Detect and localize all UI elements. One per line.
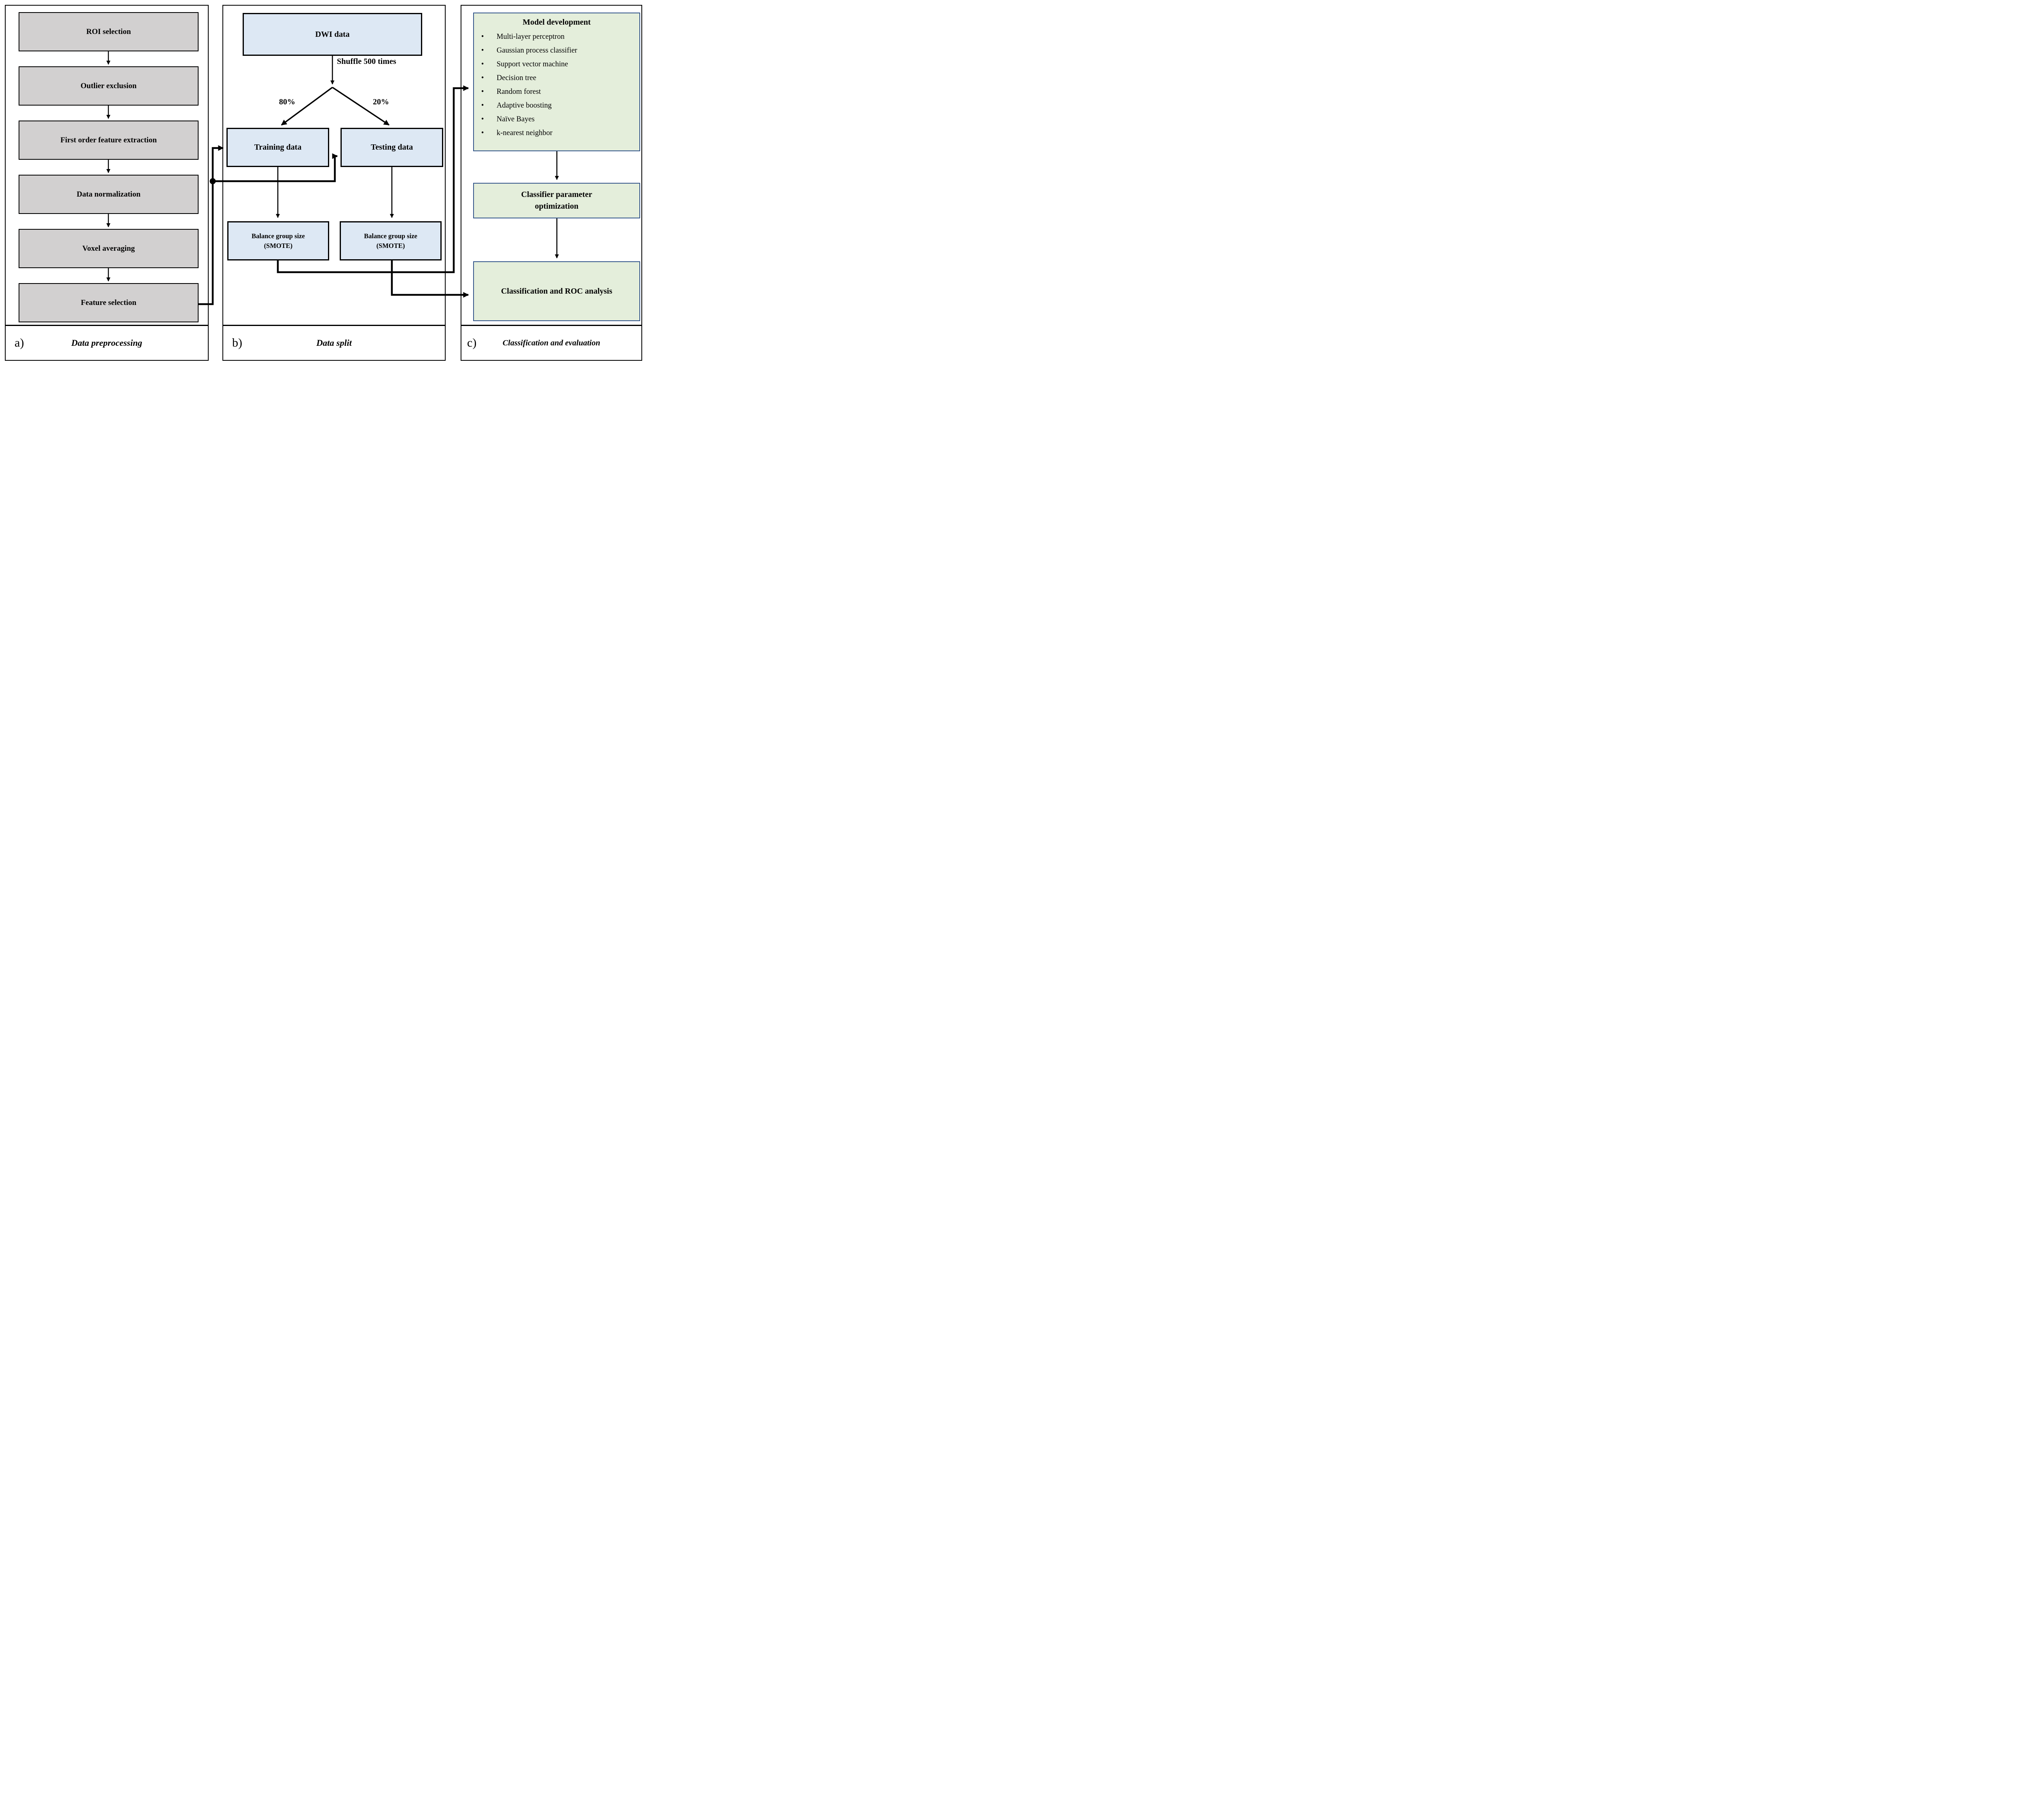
box-data-normalization-label: Data normalization [76, 190, 141, 199]
classifier-item-rf: • Random forest [481, 85, 577, 99]
panel-c-caption-strip: c) Classification and evaluation [461, 325, 641, 360]
smote-testing-label: Balance group size (SMOTE) [364, 231, 417, 250]
box-roi-selection-label: ROI selection [86, 27, 131, 36]
connector-trainsmote-to-modeldev [277, 85, 469, 273]
classifier-item-svm: • Support vector machine [481, 57, 577, 71]
box-model-development: Model development • Multi-layer perceptro… [473, 13, 640, 151]
box-first-order-feature-extraction: First order feature extraction [19, 121, 199, 160]
panel-a-caption: Data preprocessing [71, 338, 142, 348]
smote-training-line1: Balance group size [252, 232, 305, 240]
box-feature-selection: Feature selection [19, 283, 199, 322]
box-balance-group-size-testing: Balance group size (SMOTE) [340, 221, 442, 260]
panel-c-caption: Classification and evaluation [502, 338, 601, 347]
roc-analysis-label: Classification and ROC analysis [501, 286, 613, 296]
classifier-rf-label: Random forest [497, 88, 541, 96]
panel-b-caption-strip: b) Data split [223, 325, 445, 360]
classifier-gpc-label: Gaussian process classifier [497, 47, 577, 55]
box-classification-roc-analysis: Classification and ROC analysis [473, 261, 640, 321]
box-first-order-label: First order feature extraction [60, 135, 157, 144]
classifier-item-nb: • Naïve Bayes [481, 112, 577, 126]
bullet-icon: • [481, 129, 484, 137]
panel-a-caption-strip: a) Data preprocessing [6, 325, 208, 360]
box-roi-selection: ROI selection [19, 12, 199, 51]
smote-training-line2: (SMOTE) [264, 241, 293, 250]
classifier-knn-label: k-nearest neighbor [497, 129, 553, 137]
box-testing-data: Testing data [341, 128, 443, 167]
box-outlier-exclusion: Outlier exclusion [19, 66, 199, 106]
box-balance-group-size-training: Balance group size (SMOTE) [227, 221, 329, 260]
smote-testing-line1: Balance group size [364, 232, 417, 240]
bullet-icon: • [481, 88, 484, 96]
model-development-title: Model development [522, 18, 591, 27]
box-training-data-label: Training data [254, 143, 302, 152]
connector-testsmote-to-roc [391, 260, 469, 298]
box-dwi-data: DWI data [243, 13, 422, 56]
bullet-icon: • [481, 33, 484, 41]
classifier-item-knn: • k-nearest neighbor [481, 126, 577, 140]
box-training-data: Training data [226, 128, 329, 167]
classifier-mlp-label: Multi-layer perceptron [497, 33, 565, 41]
flowchart: a) Data preprocessing b) Data split c) C… [0, 0, 647, 364]
classifier-item-ab: • Adaptive boosting [481, 99, 577, 112]
bullet-icon: • [481, 115, 484, 123]
panel-b-caption: Data split [316, 338, 352, 348]
box-testing-data-label: Testing data [370, 143, 413, 152]
smote-testing-line2: (SMOTE) [376, 241, 405, 250]
connector-layer [106, 51, 559, 305]
classifier-list: • Multi-layer perceptron • Gaussian proces… [474, 30, 577, 140]
classifier-nb-label: Naïve Bayes [497, 115, 535, 123]
split-20-label: 20% [373, 97, 389, 106]
classifier-item-mlp: • Multi-layer perceptron [481, 30, 577, 44]
smote-training-label: Balance group size (SMOTE) [252, 231, 305, 250]
bullet-icon: • [481, 60, 484, 68]
connector-featuresel-to-training [199, 145, 224, 305]
classifier-svm-label: Support vector machine [497, 60, 568, 68]
classifier-ab-label: Adaptive boosting [497, 102, 552, 110]
arrow-split-20-testing [332, 87, 390, 126]
connector-branch-to-testing [213, 153, 338, 182]
classifier-item-gpc: • Gaussian process classifier [481, 44, 577, 57]
panel-data-split: b) Data split [222, 5, 446, 361]
box-classifier-parameter-optimization: Classifier parameter optimization [473, 183, 640, 218]
box-outlier-exclusion-label: Outlier exclusion [80, 81, 137, 90]
bullet-icon: • [481, 102, 484, 110]
box-voxel-averaging-label: Voxel averaging [82, 244, 135, 253]
shuffle-label: Shuffle 500 times [337, 57, 396, 66]
box-data-normalization: Data normalization [19, 175, 199, 214]
param-optimization-label: Classifier parameter optimization [521, 190, 592, 211]
split-80-label: 80% [279, 97, 295, 106]
panel-a-letter: a) [15, 336, 24, 349]
arrow-split-80-training [281, 87, 333, 126]
bullet-icon: • [481, 47, 484, 55]
classifier-item-dt: • Decision tree [481, 71, 577, 85]
panel-c-letter: c) [467, 336, 477, 349]
junction-dot [209, 178, 216, 184]
box-feature-selection-label: Feature selection [80, 298, 137, 307]
box-dwi-data-label: DWI data [315, 30, 350, 39]
box-voxel-averaging: Voxel averaging [19, 229, 199, 268]
classifier-dt-label: Decision tree [497, 74, 537, 82]
bullet-icon: • [481, 74, 484, 82]
panel-b-letter: b) [232, 336, 242, 349]
